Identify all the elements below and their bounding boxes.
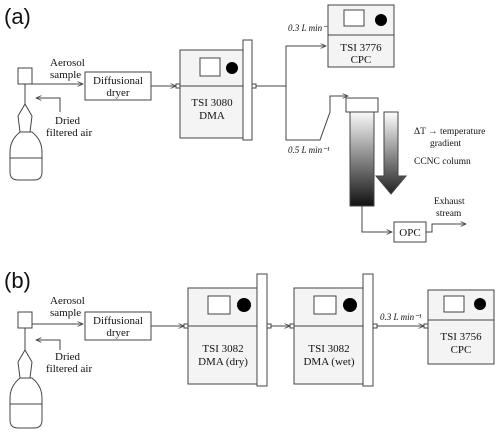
exhaust-label-2: stream bbox=[436, 209, 462, 219]
panel-a: (a) Aerosol sample Dried filtered air Di… bbox=[4, 4, 485, 243]
flow-label-b: 0.3 L min⁻¹ bbox=[380, 312, 422, 322]
dryer-label: Diffusional bbox=[93, 75, 143, 87]
dma-dry-label: TSI 3082 bbox=[202, 343, 243, 355]
flow-top-label: 0.3 L min⁻¹ bbox=[288, 23, 330, 33]
cpc-3756-label: TSI 3756 bbox=[440, 331, 482, 343]
gradient-label: ΔT → temperature bbox=[414, 127, 485, 137]
dma-3080-label-2: DMA bbox=[199, 110, 225, 122]
dma-wet-instrument bbox=[289, 273, 378, 387]
dryer-label-b-2: dryer bbox=[106, 327, 130, 339]
temperature-gradient-arrow-icon bbox=[374, 111, 408, 195]
cpc-3776-label-2: CPC bbox=[351, 54, 372, 66]
panel-a-label: (a) bbox=[4, 4, 31, 29]
cpc-3776-label: TSI 3776 bbox=[340, 42, 382, 54]
ccnc-column-cap bbox=[345, 97, 379, 113]
aerosol-sample-label-b-2: sample bbox=[50, 307, 81, 319]
dma-3080-label: TSI 3080 bbox=[191, 97, 233, 109]
dma-3080-instrument bbox=[175, 39, 257, 141]
cpc-3756-label-2: CPC bbox=[451, 344, 472, 356]
dried-air-label: Dried bbox=[55, 115, 81, 127]
dma-wet-label-2: DMA (wet) bbox=[303, 356, 354, 368]
dried-air-label-2: filtered air bbox=[46, 127, 92, 139]
flow-bottom-label: 0.5 L min⁻¹ bbox=[288, 145, 330, 155]
cpc-3756-instrument bbox=[423, 289, 495, 365]
dma-wet-label: TSI 3082 bbox=[308, 343, 349, 355]
cpc-3776-instrument bbox=[327, 4, 395, 68]
dried-air-label-b-2: filtered air bbox=[46, 363, 92, 375]
dma-dry-instrument bbox=[183, 273, 272, 387]
dma-dry-label-2: DMA (dry) bbox=[198, 356, 248, 368]
dryer-label-2: dryer bbox=[106, 87, 130, 99]
atomizer-bottle-icon bbox=[9, 67, 43, 181]
diffusional-dryer-box bbox=[84, 71, 152, 101]
panel-b: (b) Aerosol sample Dried filtered air Di… bbox=[4, 268, 495, 429]
dried-air-label-b: Dried bbox=[55, 351, 81, 363]
ccnc-column-label: CCNC column bbox=[414, 157, 471, 167]
atomizer-bottle-icon-b bbox=[9, 311, 43, 429]
opc-label: OPC bbox=[399, 227, 420, 239]
aerosol-sample-label: Aerosol bbox=[50, 57, 85, 69]
aerosol-sample-label-2: sample bbox=[50, 69, 81, 81]
exhaust-label: Exhaust bbox=[434, 197, 465, 207]
ccnc-column bbox=[349, 109, 375, 207]
dryer-label-b: Diffusional bbox=[93, 315, 143, 327]
panel-b-label: (b) bbox=[4, 268, 31, 293]
gradient-label-2: gradient bbox=[430, 139, 461, 149]
aerosol-sample-label-b: Aerosol bbox=[50, 295, 85, 307]
